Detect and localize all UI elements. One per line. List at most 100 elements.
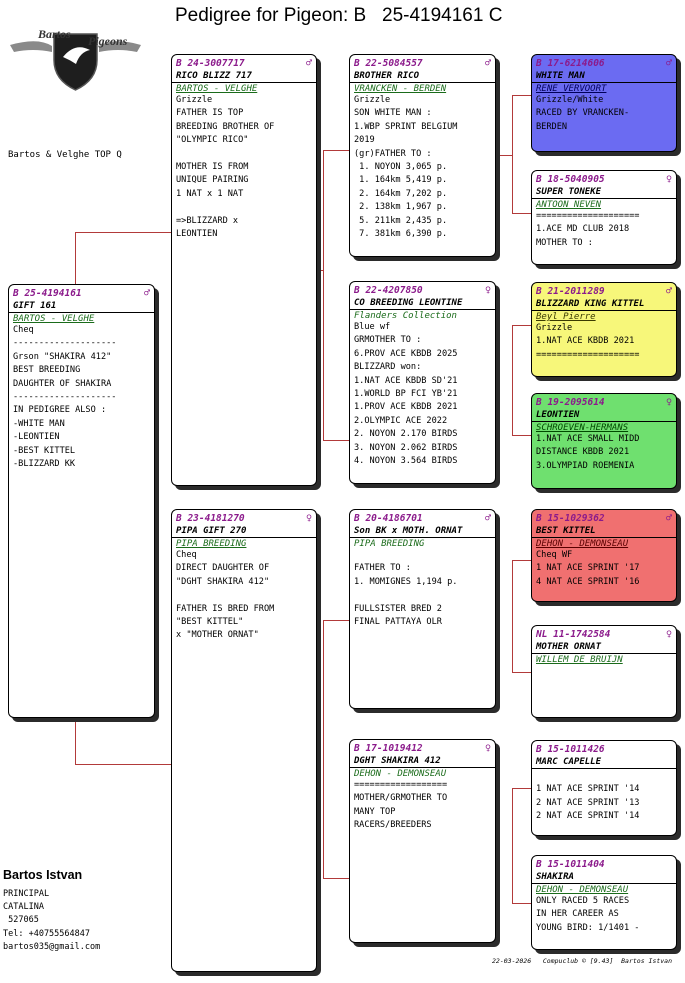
pigeon-card-fmf[interactable]: B 21-2011289 ♂ BLIZZARD KING KITTEL Beyl … (531, 282, 677, 377)
connector-line (323, 150, 350, 151)
breeder-name: Bartos Istvan (3, 868, 83, 882)
pigeon-name: GIFT 161 (9, 300, 154, 313)
connector-line (323, 620, 350, 621)
connector-line (75, 232, 172, 233)
owner: RENE VERVOORT (536, 84, 607, 94)
pigeon-name: RICO BLIZZ 717 (172, 70, 316, 83)
pigeon-name: SUPER TONEKE (532, 186, 676, 199)
ring-number: B 17-1019412 (354, 743, 423, 754)
connector-line (512, 95, 513, 213)
ring-number: B 21-2011289 (536, 286, 605, 297)
owner: PIPA BREEDING (176, 539, 247, 549)
pigeon-name: MOTHER ORNAT (532, 641, 676, 654)
connector-line (512, 560, 513, 672)
pigeon-notes: Blue wf GRMOTHER TO : 6.PROV ACE KBDB 20… (354, 322, 458, 467)
pigeon-notes: ==================== 1.ACE MD CLUB 2018 … (536, 211, 640, 248)
male-icon: ♂ (665, 286, 672, 297)
ring-number: B 15-1011426 (536, 744, 605, 755)
connector-line (512, 560, 532, 561)
connector-line (323, 150, 324, 440)
male-icon: ♂ (484, 58, 491, 69)
pigeon-name: Son BK x MOTH. ORNAT (350, 525, 495, 538)
ring-number: B 23-4181270 (176, 513, 245, 524)
female-icon: ♀ (484, 285, 491, 296)
pigeon-card-father[interactable]: B 24-3007717 ♂ RICO BLIZZ 717 BARTOS - VE… (171, 54, 317, 486)
pigeon-card-mmf[interactable]: B 15-1011426 MARC CAPELLE 1 NAT ACE SPRI… (531, 740, 677, 836)
pigeon-notes: 1 NAT ACE SPRINT '14 2 NAT ACE SPRINT '1… (536, 784, 640, 822)
male-icon: ♂ (665, 513, 672, 524)
pigeon-name: MARC CAPELLE (532, 756, 676, 769)
owner: PIPA BREEDING (354, 539, 425, 549)
pigeon-card-mother[interactable]: B 23-4181270♀ PIPA GIFT 270 PIPA BREEDIN… (171, 509, 317, 972)
female-icon: ♀ (665, 397, 672, 408)
pigeon-card-mfm[interactable]: NL 11-1742584♀ MOTHER ORNAT WILLEM DE BR… (531, 625, 677, 718)
connector-line (499, 155, 512, 156)
pigeon-card-mother-mother[interactable]: B 17-1019412 ♀ DGHT SHAKIRA 412 DEHON - D… (349, 739, 496, 943)
owner: DEHON - DEMONSEAU (354, 769, 447, 779)
connector-line (512, 788, 532, 789)
ring-number: B 24-3007717 (176, 58, 245, 69)
male-icon: ♂ (305, 58, 312, 69)
pigeon-name: BROTHER RICO (350, 70, 495, 83)
pigeon-card-father-mother[interactable]: B 22-4207850♀ CO BREEDING LEONTINE Fland… (349, 281, 496, 484)
pigeon-card-ffm[interactable]: B 18-5040905♀ SUPER TONEKE ANTOON NEVEN … (531, 170, 677, 265)
pigeon-notes: Grizzle SON WHITE MAN : 1.WBP SPRINT BEL… (354, 95, 458, 240)
owner: DEHON - DEMONSEAU (536, 885, 629, 895)
ring-number: NL 11-1742584 (536, 629, 611, 640)
pigeon-name: BLIZZARD KING KITTEL (532, 298, 676, 311)
owner: BARTOS - VELGHE (176, 84, 258, 94)
owner: Beyl Pierre (536, 312, 596, 322)
connector-line (323, 620, 324, 878)
owner: SCHROEVEN-HERMANS (536, 423, 629, 433)
male-icon: ♂ (484, 513, 491, 524)
logo-graphic (10, 33, 141, 91)
ring-number: B 15-1011404 (536, 859, 605, 870)
ring-number: B 18-5040905 (536, 174, 605, 185)
female-icon: ♀ (665, 174, 672, 185)
pigeon-name: SHAKIRA (532, 871, 676, 884)
pigeon-card-subject[interactable]: B 25-4194161♂ GIFT 161 BARTOS - VELGHE C… (8, 284, 155, 718)
connector-line (512, 435, 532, 436)
logo-text: Bartos (38, 27, 71, 41)
connector-line (512, 95, 532, 96)
pigeon-card-mother-father[interactable]: B 20-4186701 ♂ Son BK x MOTH. ORNAT PIPA … (349, 509, 496, 709)
connector-line (75, 718, 76, 764)
connector-line (75, 232, 76, 284)
connector-line (316, 270, 323, 271)
logo-text-2: Pigeons (88, 34, 128, 48)
pigeon-notes: ================== MOTHER/GRMOTHER TO MA… (354, 780, 448, 831)
owner: BARTOS - VELGHE (13, 314, 95, 324)
connector-line (512, 213, 532, 214)
owner: WILLEM DE BRUIJN (536, 655, 623, 665)
ring-number: B 20-4186701 (354, 513, 423, 524)
pigeon-card-fmm[interactable]: B 19-2095614♀ LEONTIEN SCHROEVEN-HERMANS… (531, 393, 677, 489)
pigeon-name: DGHT SHAKIRA 412 (350, 755, 495, 768)
pigeon-notes: Cheq WF 1 NAT ACE SPRINT '17 4 NAT ACE S… (536, 550, 640, 587)
loft-name: Bartos & Velghe TOP Q (8, 150, 122, 160)
ring-number: B 15-1029362 (536, 513, 605, 524)
connector-line (512, 325, 532, 326)
connector-line (512, 903, 532, 904)
pigeon-notes: Grizzle FATHER IS TOP BREEDING BROTHER O… (176, 95, 275, 240)
pigeon-card-fff[interactable]: B 17-6214606♂ WHITE MAN RENE VERVOORT Gr… (531, 54, 677, 152)
female-icon: ♀ (484, 743, 491, 754)
connector-line (512, 672, 532, 673)
owner: VRANCKEN - BERDEN (354, 84, 447, 94)
breeder-details: PRINCIPAL CATALINA 527065 Tel: +40755564… (3, 889, 101, 952)
connector-line (512, 788, 513, 903)
pigeon-notes: ONLY RACED 5 RACES IN HER CAREER AS YOUN… (536, 896, 640, 933)
pigeon-card-mmm[interactable]: B 15-1011404 SHAKIRA DEHON - DEMONSEAU O… (531, 855, 677, 950)
pigeon-notes: FATHER TO : 1. MOMIGNES 1,194 p. FULLSIS… (354, 563, 458, 628)
male-icon: ♂ (665, 58, 672, 69)
pigeon-card-mff[interactable]: B 15-1029362♂ BEST KITTEL DEHON - DEMONS… (531, 509, 677, 602)
connector-line (75, 764, 172, 765)
page-title: Pedigree for Pigeon: B 25-4194161 C (175, 5, 503, 26)
ring-number: B 25-4194161 (13, 288, 82, 299)
pigeon-name: WHITE MAN (532, 70, 676, 83)
connector-line (323, 440, 350, 441)
pigeon-card-father-father[interactable]: B 22-5084557♂ BROTHER RICO VRANCKEN - BE… (349, 54, 496, 257)
connector-line (512, 325, 513, 435)
pigeon-notes: 1.NAT ACE SMALL MIDD DISTANCE KBDB 2021 … (536, 434, 640, 471)
connector-line (323, 878, 350, 879)
pigeon-name: BEST KITTEL (532, 525, 676, 538)
